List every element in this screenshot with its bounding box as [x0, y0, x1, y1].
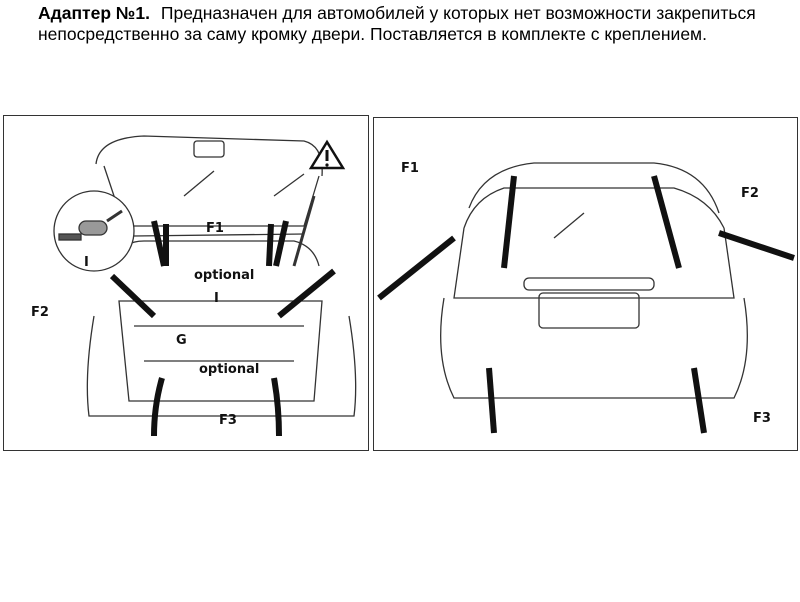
label-i-zoom: I [84, 255, 89, 270]
car-closed-tailgate-drawing [377, 162, 795, 434]
label-g: G [176, 333, 187, 348]
label-f1: F1 [206, 221, 224, 236]
figure-tailgate-closed: F1 F2 F3 [373, 117, 798, 451]
intro-title: Адаптер №1. [38, 3, 151, 23]
figure-tailgate-open: F1 optional I I F2 G optional F3 [3, 115, 369, 451]
label-f2: F2 [741, 186, 759, 201]
intro-text: Предназначен для автомобилей у которых н… [38, 3, 756, 44]
label-f2: F2 [31, 305, 49, 320]
label-f3: F3 [753, 411, 771, 426]
car-open-tailgate-drawing [53, 135, 357, 437]
label-i-right: I [214, 291, 219, 306]
label-f1: F1 [401, 161, 419, 176]
label-f3: F3 [219, 413, 237, 428]
label-optional-top: optional [194, 268, 255, 283]
label-optional-bottom: optional [199, 362, 260, 377]
intro-paragraph: Адаптер №1. Предназначен для автомобилей… [38, 3, 778, 45]
